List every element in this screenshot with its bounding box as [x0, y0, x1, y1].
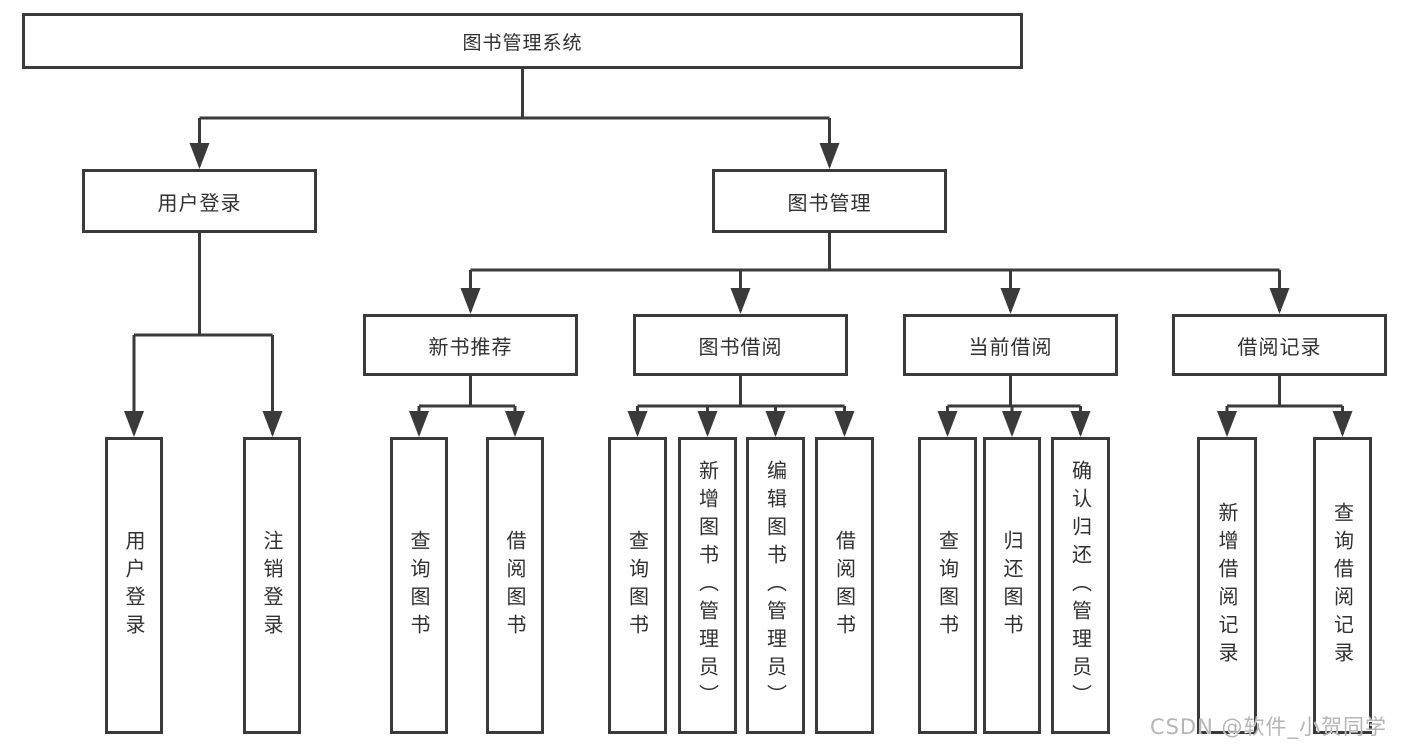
node-book-borrow: 图书借阅	[633, 314, 848, 376]
leaf-record-add-label: 新增借阅记录	[1215, 501, 1239, 670]
leaf-current-confirm-admin-label: 确认归还（管理员）	[1068, 459, 1093, 712]
leaf-newbook-borrow-label: 借阅图书	[503, 529, 527, 642]
leaf-borrow-book-label: 借阅图书	[832, 529, 857, 642]
leaf-newbook-borrow: 借阅图书	[486, 437, 544, 734]
leaf-current-return-label: 归还图书	[1000, 529, 1024, 642]
node-current-borrow-label: 当前借阅	[968, 334, 1053, 359]
leaf-current-confirm-admin: 确认归还（管理员）	[1051, 437, 1110, 734]
leaf-borrow-query: 查询图书	[608, 437, 667, 734]
leaf-record-query-label: 查询借阅记录	[1330, 501, 1355, 670]
leaf-borrow-book: 借阅图书	[815, 437, 874, 734]
node-borrow-record-label: 借阅记录	[1237, 334, 1322, 359]
leaf-borrow-query-label: 查询图书	[625, 529, 650, 642]
leaf-record-add: 新增借阅记录	[1197, 437, 1257, 734]
leaf-current-query-label: 查询图书	[935, 529, 960, 642]
node-user-login-label: 用户登录	[157, 190, 242, 215]
leaf-record-query: 查询借阅记录	[1313, 437, 1372, 734]
leaf-user-login-label: 用户登录	[122, 529, 146, 642]
node-borrow-record: 借阅记录	[1172, 314, 1387, 376]
leaf-borrow-edit-admin: 编辑图书（管理员）	[746, 437, 805, 734]
node-book-borrow-label: 图书借阅	[698, 334, 783, 359]
node-new-book-recommend-label: 新书推荐	[428, 334, 513, 359]
leaf-newbook-query: 查询图书	[390, 437, 448, 734]
node-user-login: 用户登录	[82, 169, 317, 233]
leaf-borrow-add-admin-label: 新增图书（管理员）	[695, 459, 720, 712]
leaf-current-query: 查询图书	[918, 437, 977, 734]
leaf-current-return: 归还图书	[983, 437, 1041, 734]
node-new-book-recommend: 新书推荐	[363, 314, 578, 376]
leaf-borrow-add-admin: 新增图书（管理员）	[678, 437, 737, 734]
leaf-newbook-query-label: 查询图书	[407, 529, 431, 642]
node-current-borrow: 当前借阅	[903, 314, 1118, 376]
arrowheads	[124, 143, 1353, 437]
leaf-borrow-edit-admin-label: 编辑图书（管理员）	[763, 459, 788, 712]
node-book-management: 图书管理	[712, 169, 947, 233]
csdn-watermark: CSDN @软件_小贺同学	[1149, 715, 1387, 739]
node-book-management-label: 图书管理	[787, 190, 872, 215]
leaf-user-logout: 注销登录	[243, 437, 301, 734]
node-root-label: 图书管理系统	[462, 31, 583, 54]
leaf-user-login: 用户登录	[105, 437, 163, 734]
node-root-system: 图书管理系统	[22, 13, 1023, 69]
leaf-user-logout-label: 注销登录	[260, 529, 284, 642]
